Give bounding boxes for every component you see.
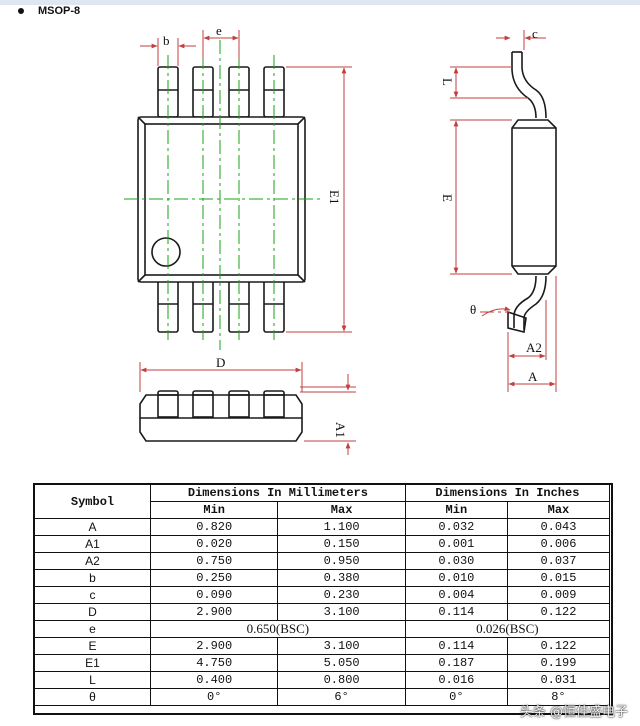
row-mm-max: 5.050 <box>277 654 406 672</box>
row-in-min: 0.032 <box>404 518 508 536</box>
row-mm-min: 0° <box>149 688 279 706</box>
row-in-max: 0.122 <box>506 637 611 655</box>
table-row: L 0.400 0.800 0.016 0.031 <box>34 671 611 689</box>
mm-header: Dimensions In Millimeters <box>150 484 406 502</box>
row-in-min: 0.004 <box>404 586 508 604</box>
row-in-min: 0.016 <box>404 671 508 689</box>
label-E1: E1 <box>327 190 342 204</box>
row-mm-bsc: 0.650(BSC) <box>150 620 406 638</box>
row-symbol: c <box>34 586 151 604</box>
row-in-min: 0.010 <box>404 569 508 587</box>
side-view <box>507 51 557 333</box>
row-in-max: 0.015 <box>506 569 611 587</box>
row-in-max: 0.122 <box>506 603 611 621</box>
row-in-max: 8° <box>506 688 611 706</box>
row-symbol: A1 <box>34 535 151 553</box>
table-row: D 2.900 3.100 0.114 0.122 <box>34 603 611 621</box>
label-theta: θ <box>470 302 476 317</box>
row-in-min: 0.187 <box>404 654 508 672</box>
label-A1: A1 <box>333 422 348 438</box>
row-mm-max: 0.150 <box>277 535 406 553</box>
package-drawing: b e E1 D A1 <box>124 23 557 455</box>
row-mm-min: 0.250 <box>149 569 279 587</box>
label-A2: A2 <box>526 340 542 355</box>
label-b: b <box>163 33 170 48</box>
in-min-header: Min <box>404 501 508 519</box>
row-symbol: b <box>34 569 151 587</box>
table-row: E1 4.750 5.050 0.187 0.199 <box>34 654 611 672</box>
row-in-min: 0° <box>404 688 508 706</box>
bullet-icon <box>18 8 24 14</box>
table-row: θ 0° 6° 0° 8° <box>34 688 611 706</box>
row-in-max: 0.006 <box>506 535 611 553</box>
table-row: b 0.250 0.380 0.010 0.015 <box>34 569 611 587</box>
row-in-max: 0.037 <box>506 552 611 570</box>
row-symbol: A <box>34 518 151 536</box>
label-L: L <box>440 78 455 86</box>
row-in-min: 0.114 <box>404 603 508 621</box>
row-mm-max: 1.100 <box>277 518 406 536</box>
row-in-max: 0.031 <box>506 671 611 689</box>
row-mm-max: 0.230 <box>277 586 406 604</box>
mm-max-header: Max <box>277 501 406 519</box>
row-mm-max: 0.800 <box>277 671 406 689</box>
front-view-dimensions <box>139 362 356 455</box>
row-symbol: L <box>34 671 151 689</box>
pin1-marker-icon <box>151 237 181 267</box>
table-row: c 0.090 0.230 0.004 0.009 <box>34 586 611 604</box>
package-heading: MSOP-8 <box>18 3 80 19</box>
package-title: MSOP-8 <box>38 5 81 17</box>
row-symbol: θ <box>34 688 151 706</box>
row-symbol: E <box>34 637 151 655</box>
row-in-max: 0.043 <box>506 518 611 536</box>
table-row: A 0.820 1.100 0.032 0.043 <box>34 518 611 536</box>
row-mm-max: 3.100 <box>277 603 406 621</box>
row-mm-min: 2.900 <box>149 637 279 655</box>
row-in-min: 0.030 <box>404 552 508 570</box>
label-e: e <box>216 23 222 38</box>
side-view-body <box>511 119 557 275</box>
row-in-min: 0.001 <box>404 535 508 553</box>
row-in-max: 0.199 <box>506 654 611 672</box>
table-row: A2 0.750 0.950 0.030 0.037 <box>34 552 611 570</box>
row-in-bsc: 0.026(BSC) <box>404 620 611 638</box>
row-mm-min: 2.900 <box>149 603 279 621</box>
row-mm-min: 0.090 <box>149 586 279 604</box>
table-row: E 2.900 3.100 0.114 0.122 <box>34 637 611 655</box>
label-c: c <box>532 26 538 41</box>
row-mm-min: 0.020 <box>149 535 279 553</box>
dimensions-table: Symbol Dimensions In Millimeters Dimensi… <box>34 484 611 706</box>
side-view-dimensions <box>450 30 557 392</box>
label-E: E <box>440 194 455 202</box>
row-symbol: D <box>34 603 151 621</box>
row-mm-max: 0.380 <box>277 569 406 587</box>
top-view-upper-pins <box>157 66 285 118</box>
inch-header: Dimensions In Inches <box>404 484 611 502</box>
row-symbol: e <box>34 620 151 638</box>
mm-min-header: Min <box>149 501 279 519</box>
top-rule <box>0 0 640 5</box>
row-mm-min: 4.750 <box>149 654 279 672</box>
top-view-centerlines <box>124 40 322 350</box>
label-A: A <box>528 369 538 384</box>
row-in-min: 0.114 <box>404 637 508 655</box>
row-symbol: E1 <box>34 654 151 672</box>
top-view-dimensions <box>140 30 352 333</box>
row-mm-min: 0.750 <box>149 552 279 570</box>
symbol-header: Symbol <box>34 484 151 519</box>
in-max-header: Max <box>506 501 611 519</box>
table-row: A1 0.020 0.150 0.001 0.006 <box>34 535 611 553</box>
row-mm-max: 3.100 <box>277 637 406 655</box>
watermark: 头条 @恒佳盛电子 <box>519 705 628 720</box>
top-view-lower-pins <box>157 279 285 333</box>
row-mm-max: 0.950 <box>277 552 406 570</box>
row-symbol: A2 <box>34 552 151 570</box>
row-mm-max: 6° <box>277 688 406 706</box>
front-view <box>139 390 303 442</box>
label-D: D <box>216 355 225 370</box>
row-mm-min: 0.400 <box>149 671 279 689</box>
row-mm-min: 0.820 <box>149 518 279 536</box>
table-row-e: e 0.650(BSC) 0.026(BSC) <box>34 620 611 638</box>
row-in-max: 0.009 <box>506 586 611 604</box>
